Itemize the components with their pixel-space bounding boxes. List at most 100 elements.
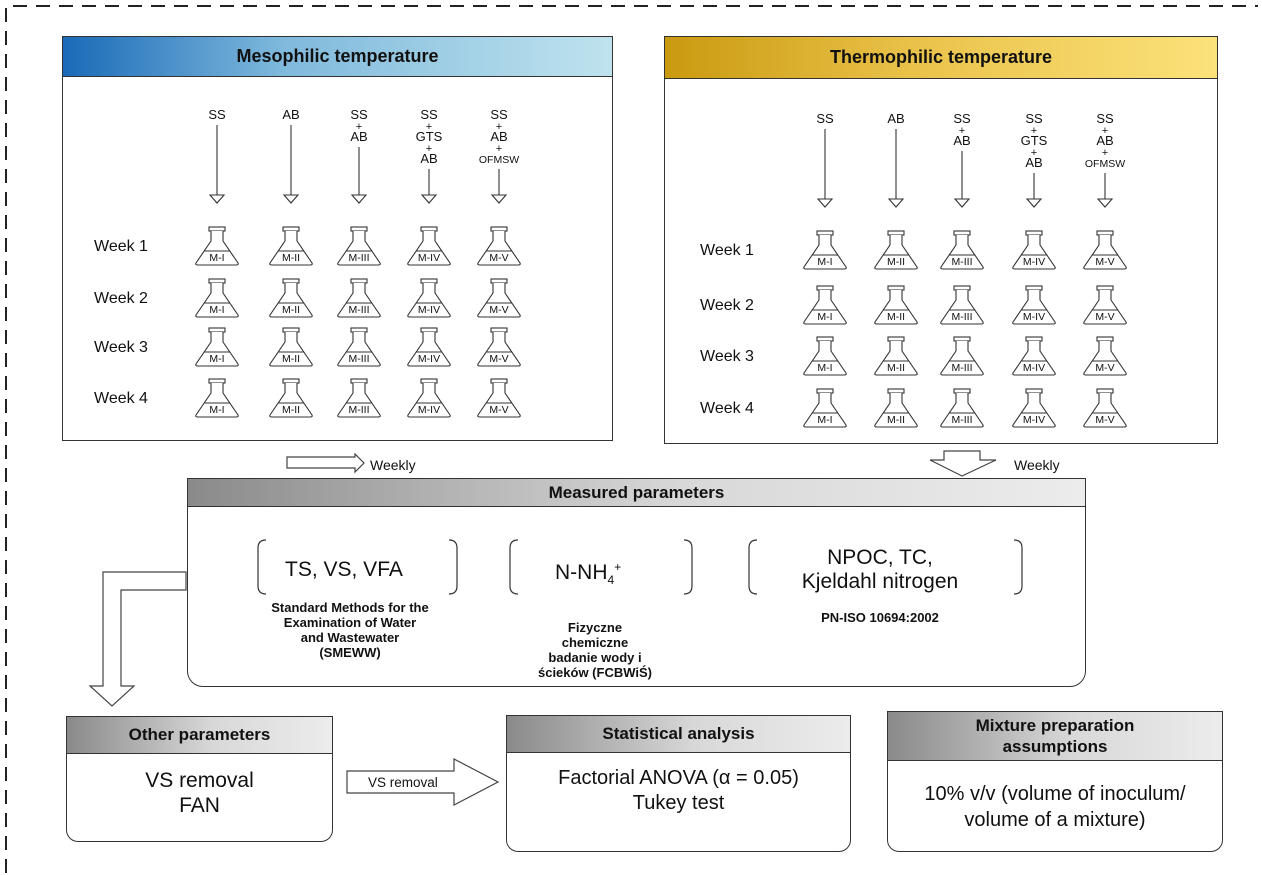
reactor-label: M-II: [887, 414, 905, 426]
source-ss-ab-ofmsw-line: +: [496, 143, 502, 155]
flask-m-iii-week2: M-III: [940, 285, 984, 325]
flask-m-iv-week3: M-IV: [1012, 336, 1056, 376]
mixture-preparation-header: Mixture preparation assumptions: [887, 711, 1223, 761]
mixture-preparation-text: 10% v/v (volume of inoculum/ volume of a…: [924, 783, 1186, 831]
reactor-label: M-II: [282, 304, 300, 316]
flask-m-iv-week2: M-IV: [407, 278, 451, 318]
measured-parameters-header: Measured parameters: [187, 478, 1086, 507]
flask-m-iii-week3: M-III: [337, 327, 381, 367]
flask-m-v-week4: M-V: [1083, 388, 1127, 428]
statistical-analysis-header: Statistical analysis: [506, 715, 851, 753]
flask-m-ii-week2: M-II: [874, 285, 918, 325]
flask-m-iv-week2: M-IV: [1012, 285, 1056, 325]
reactor-label: M-II: [282, 252, 300, 264]
other-param-vs-removal: VS removal: [145, 769, 254, 792]
measured-group-1-method: Standard Methods for the Examination of …: [271, 600, 429, 660]
source-ss-ab-line: SS: [953, 111, 971, 126]
reactor-label: M-I: [817, 414, 832, 426]
reactor-label: M-I: [209, 353, 224, 365]
other-parameters-header: Other parameters: [66, 716, 333, 754]
mesophilic-panel: [62, 36, 613, 441]
flask-m-iii-week3: M-III: [940, 336, 984, 376]
factorial-anova: Factorial ANOVA (α = 0.05): [558, 767, 799, 789]
reactor-label: M-IV: [1023, 414, 1045, 426]
source-ss-ab-ofmsw-line: AB: [1096, 133, 1113, 148]
vs-removal-arrow-label: VS removal: [368, 775, 438, 790]
flask-m-ii-week3: M-II: [269, 327, 313, 367]
source-ss-gts-ab-line: +: [426, 143, 432, 155]
source-ss-gts-ab-line: +: [426, 121, 432, 133]
source-ss-ab-ofmsw-line: SS: [490, 107, 508, 122]
source-ss-ab-line: SS: [350, 107, 368, 122]
reactor-label: M-V: [489, 404, 508, 416]
flask-m-ii-week1: M-II: [269, 226, 313, 266]
source-ss-ab-line: AB: [953, 133, 970, 148]
measured-group-3-method: PN-ISO 10694:2002: [821, 610, 939, 625]
week-label: Week 1: [94, 238, 148, 255]
reactor-label: M-I: [209, 404, 224, 416]
source-ss-gts-ab-line: +: [1031, 147, 1037, 159]
flask-m-v-week3: M-V: [1083, 336, 1127, 376]
source-ss-ab-ofmsw-line: OFMSW: [1085, 158, 1125, 170]
other-param-fan: FAN: [179, 794, 220, 817]
reactor-label: M-III: [952, 256, 973, 268]
reactor-label: M-I: [209, 304, 224, 316]
reactor-label: M-II: [887, 256, 905, 268]
measured-group-1-main: TS, VS, VFA: [285, 558, 403, 581]
flask-m-ii-week4: M-II: [874, 388, 918, 428]
source-ss-gts-ab-line: +: [1031, 125, 1037, 137]
flask-m-iv-week1: M-IV: [1012, 230, 1056, 270]
flask-m-v-week2: M-V: [1083, 285, 1127, 325]
week-label: Week 3: [94, 339, 148, 356]
measured-group-2-method: Fizyczne chemiczne badanie wody i ściekó…: [537, 620, 652, 680]
measured-brackets: [257, 539, 1023, 595]
flask-m-iii-week1: M-III: [940, 230, 984, 270]
source-ss-gts-ab-line: AB: [420, 151, 437, 166]
reactor-label: M-III: [349, 353, 370, 365]
reactor-label: M-IV: [418, 353, 440, 365]
source-ss-ab-line: +: [356, 121, 362, 133]
reactor-label: M-V: [1095, 414, 1114, 426]
source-ss-ab-ofmsw-line: AB: [490, 129, 507, 144]
flask-m-i-week3: M-I: [195, 327, 239, 367]
reactor-label: M-V: [1095, 362, 1114, 374]
source-ss-ab-ofmsw-line: SS: [1096, 111, 1114, 126]
flask-m-ii-week3: M-II: [874, 336, 918, 376]
reactor-label: M-IV: [1023, 256, 1045, 268]
reactor-label: M-V: [489, 252, 508, 264]
measured-parameters-title: Measured parameters: [548, 482, 725, 502]
reactor-label: M-V: [489, 304, 508, 316]
reactor-label: M-IV: [1023, 311, 1045, 323]
flask-m-i-week1: M-I: [195, 226, 239, 266]
reactor-label: M-IV: [1023, 362, 1045, 374]
reactor-label: M-I: [817, 311, 832, 323]
flask-m-iii-week1: M-III: [337, 226, 381, 266]
flask-m-ii-week2: M-II: [269, 278, 313, 318]
mesophilic-header: Mesophilic temperature: [62, 36, 613, 77]
source-ss-gts-ab-line: SS: [420, 107, 438, 122]
week-label: Week 4: [94, 390, 148, 407]
source-ss-ab-ofmsw-line: +: [496, 121, 502, 133]
thermophilic-header: Thermophilic temperature: [664, 36, 1218, 79]
reactor-label: M-V: [1095, 256, 1114, 268]
reactor-label: M-V: [489, 353, 508, 365]
source-ab-line: AB: [887, 111, 904, 126]
mesophilic-title: Mesophilic temperature: [236, 46, 439, 66]
flask-m-ii-week4: M-II: [269, 378, 313, 418]
flask-m-iv-week3: M-IV: [407, 327, 451, 367]
flask-m-iii-week4: M-III: [940, 388, 984, 428]
reactor-label: M-II: [887, 311, 905, 323]
reactor-label: M-I: [209, 252, 224, 264]
measured-group-3-main: NPOC, TC, Kjeldahl nitrogen: [801, 546, 959, 593]
source-ss-gts-ab-line: GTS: [1021, 133, 1048, 148]
reactor-label: M-I: [817, 362, 832, 374]
weekly-label-left: Weekly: [370, 457, 416, 473]
source-ss-ab-ofmsw-line: +: [1102, 147, 1108, 159]
flask-m-v-week2: M-V: [477, 278, 521, 318]
flask-m-i-week3: M-I: [803, 336, 847, 376]
reactor-label: M-II: [282, 353, 300, 365]
source-ss-ab-ofmsw-line: +: [1102, 125, 1108, 137]
